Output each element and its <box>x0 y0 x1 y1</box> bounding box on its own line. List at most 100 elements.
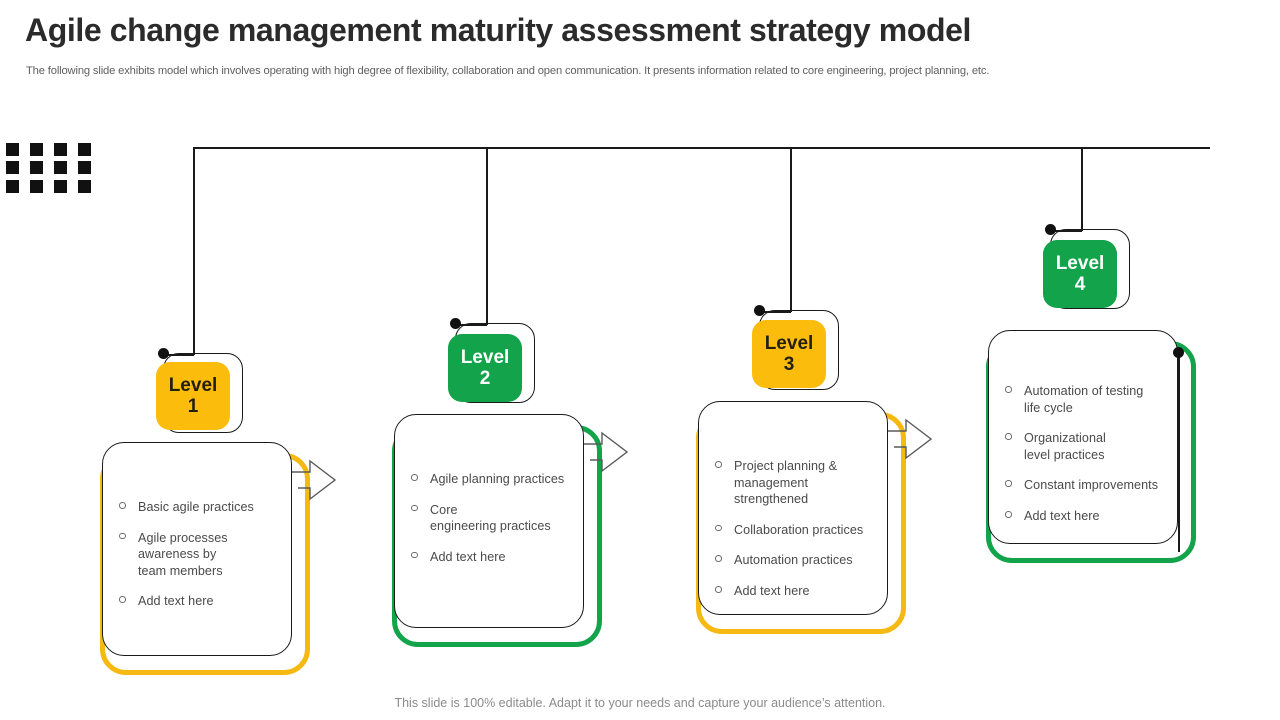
circle-bullet-icon <box>411 474 418 481</box>
bullet-text: Project planning &management strengthene… <box>734 459 838 507</box>
bullet-text: Agile planning practices <box>430 472 565 486</box>
level-badge-4-word: Level <box>1055 252 1105 274</box>
level-badge-2[interactable]: Level 2 <box>448 334 522 402</box>
timeline-drop-level-4 <box>1081 147 1083 231</box>
list-item: Agile planning practices <box>409 471 571 488</box>
level-badge-4-number: 4 <box>1074 274 1086 295</box>
list-item: Project planning &management strengthene… <box>713 458 875 508</box>
connector-stub-level-1 <box>164 354 194 356</box>
circle-bullet-icon <box>119 596 126 603</box>
connector-dot-level-3 <box>754 305 765 316</box>
bullet-text: Add text here <box>430 549 506 564</box>
level-badge-1[interactable]: Level 1 <box>156 362 230 430</box>
decorative-dot-grid <box>0 140 96 196</box>
bullet-text: Basic agile practices <box>138 500 254 514</box>
bullet-text: Add text here <box>138 594 214 609</box>
square-dot-icon <box>77 161 91 175</box>
connector-dot-level-2 <box>450 318 461 329</box>
dot-cell <box>0 177 24 196</box>
square-dot-icon <box>53 142 67 156</box>
circle-bullet-icon <box>715 524 722 532</box>
level-4-side-connector <box>1178 357 1180 552</box>
circle-bullet-icon <box>715 555 722 562</box>
connector-dot-level-1 <box>158 348 169 359</box>
square-dot-icon <box>5 161 19 175</box>
bullet-text: Add text here <box>734 584 810 599</box>
square-dot-icon <box>29 161 43 175</box>
flow-arrow-1-to-2 <box>288 459 337 517</box>
list-item: Collaboration practices <box>713 522 875 539</box>
timeline-drop-level-1 <box>193 147 195 355</box>
bullet-text: Constant improvements <box>1024 478 1159 493</box>
square-dot-icon <box>77 142 91 156</box>
circle-bullet-icon <box>411 504 418 512</box>
level-badge-3-word: Level <box>764 332 814 354</box>
dot-cell <box>24 177 48 196</box>
level-badge-2-word: Level <box>460 346 510 368</box>
square-dot-icon <box>5 142 19 156</box>
page-subtitle: The following slide exhibits model which… <box>26 65 990 77</box>
level-badge-3[interactable]: Level 3 <box>752 320 826 388</box>
level-4-side-dot <box>1173 347 1184 358</box>
bullet-text: Collaboration practices <box>734 522 864 537</box>
circle-bullet-icon <box>411 551 418 559</box>
connector-dot-level-4 <box>1045 224 1056 235</box>
square-dot-icon <box>5 180 19 194</box>
flow-arrow-3-to-4 <box>884 418 933 476</box>
level-badge-4[interactable]: Level 4 <box>1043 240 1117 308</box>
timeline-drop-level-3 <box>790 147 792 312</box>
list-item: Add text here <box>713 583 875 600</box>
list-item: Constant improvements <box>1003 477 1165 494</box>
square-dot-icon <box>77 180 91 194</box>
bullet-text: Automation practices <box>734 553 853 568</box>
dot-cell <box>48 159 72 178</box>
circle-bullet-icon <box>1005 511 1012 518</box>
circle-bullet-icon <box>1005 433 1012 440</box>
dot-cell <box>72 177 96 196</box>
dot-cell <box>24 159 48 178</box>
dot-cell <box>72 159 96 178</box>
bullet-text: Add text here <box>1024 509 1100 524</box>
dot-cell <box>24 140 48 159</box>
timeline-drop-level-2 <box>486 147 488 325</box>
circle-bullet-icon <box>1005 480 1012 487</box>
dot-cell <box>72 140 96 159</box>
list-item: Automation practices <box>713 552 875 569</box>
list-item: Add text here <box>409 549 571 566</box>
dot-cell <box>48 177 72 196</box>
slide-footer-note: This slide is 100% editable. Adapt it to… <box>394 696 886 710</box>
bullet-list-level-3: Project planning &management strengthene… <box>713 458 875 600</box>
page-title: Agile change management maturity assessm… <box>25 12 972 48</box>
square-dot-icon <box>53 180 67 194</box>
level-badge-1-word: Level <box>168 374 218 396</box>
list-item: Basic agile practices <box>117 499 279 516</box>
circle-bullet-icon <box>715 586 722 593</box>
level-badge-2-number: 2 <box>479 368 491 389</box>
square-dot-icon <box>29 180 43 194</box>
connector-stub-level-2 <box>456 324 487 326</box>
flow-arrow-2-to-3 <box>580 431 629 489</box>
level-card-3[interactable]: Project planning &management strengthene… <box>698 401 888 615</box>
level-badge-1-number: 1 <box>187 396 199 417</box>
circle-bullet-icon <box>119 532 126 540</box>
dot-cell <box>48 140 72 159</box>
list-item: Add text here <box>117 593 279 610</box>
level-badge-3-number: 3 <box>783 354 795 375</box>
connector-stub-level-4 <box>1051 230 1082 232</box>
list-item: Add text here <box>1003 508 1165 525</box>
timeline-spine <box>193 147 1210 149</box>
